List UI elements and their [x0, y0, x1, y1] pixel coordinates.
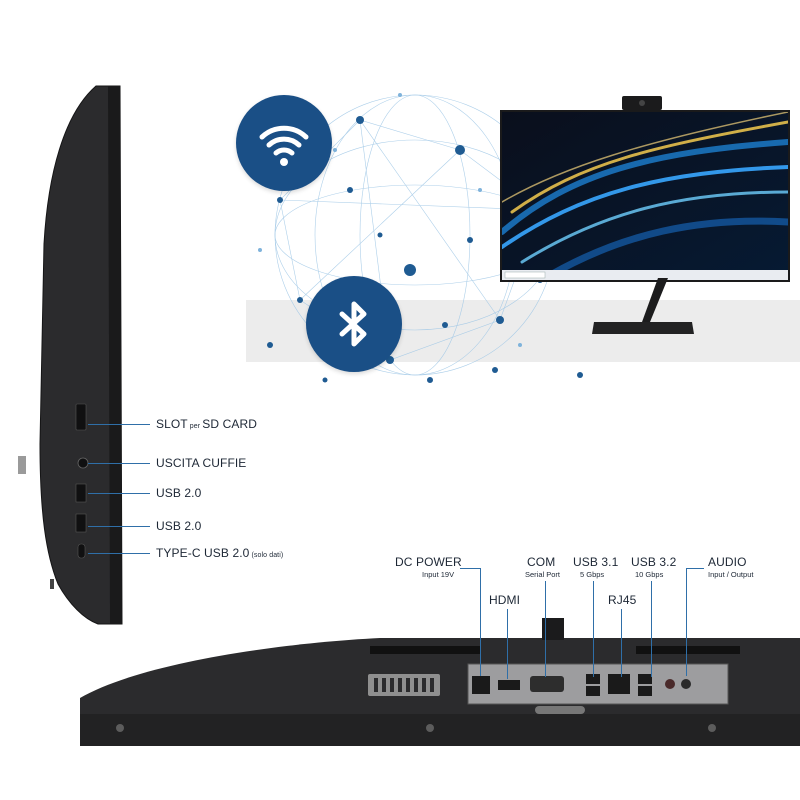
callout-line-audio-v — [686, 568, 687, 676]
callout-line-usb20-b — [88, 526, 150, 527]
callout-line-dc-h — [460, 568, 480, 569]
device-side-profile — [18, 85, 123, 625]
webcam — [622, 96, 662, 110]
label-usb31-sub: 5 Gbps — [580, 570, 605, 579]
label-hdmi: HDMI — [489, 593, 521, 607]
callout-line-usb32 — [651, 581, 652, 677]
callout-line-dc-v — [480, 568, 481, 676]
label-dc-power-sub: Input 19V — [422, 570, 455, 579]
callout-line-rj45 — [621, 609, 622, 677]
callout-line-usb20-a — [88, 493, 150, 494]
callout-line-typec — [88, 553, 150, 554]
callout-line-usb31 — [593, 581, 594, 677]
label-typec-usb20: TYPE-C USB 2.0 (solo dati) — [156, 546, 284, 560]
label-dc-power: DC POWER — [395, 555, 462, 569]
device-rear-view — [80, 618, 800, 746]
callout-line-audio-h — [686, 568, 704, 569]
label-headphone-out: USCITA CUFFIE — [156, 456, 247, 470]
label-com: COM — [527, 555, 556, 569]
label-audio-sub: Input / Output — [708, 570, 754, 579]
callout-line-headphone — [88, 463, 150, 464]
label-com-sub: Serial Port — [525, 570, 561, 579]
label-usb20-a: USB 2.0 — [156, 486, 202, 500]
monitor-front — [498, 96, 790, 346]
wifi-icon — [236, 95, 332, 191]
label-usb31: USB 3.1 — [573, 555, 619, 569]
label-audio: AUDIO — [708, 555, 747, 569]
callout-line-hdmi — [507, 609, 508, 679]
monitor-screen — [500, 110, 790, 282]
callout-line-com — [545, 581, 546, 677]
monitor-stand — [592, 278, 694, 334]
bluetooth-icon — [306, 276, 402, 372]
label-usb32-sub: 10 Gbps — [635, 570, 664, 579]
label-rj45: RJ45 — [608, 593, 637, 607]
callout-line-sd — [88, 424, 150, 425]
label-sd-card-slot: SLOT per SD CARD — [156, 417, 257, 431]
label-usb20-b: USB 2.0 — [156, 519, 202, 533]
label-usb32: USB 3.2 — [631, 555, 677, 569]
